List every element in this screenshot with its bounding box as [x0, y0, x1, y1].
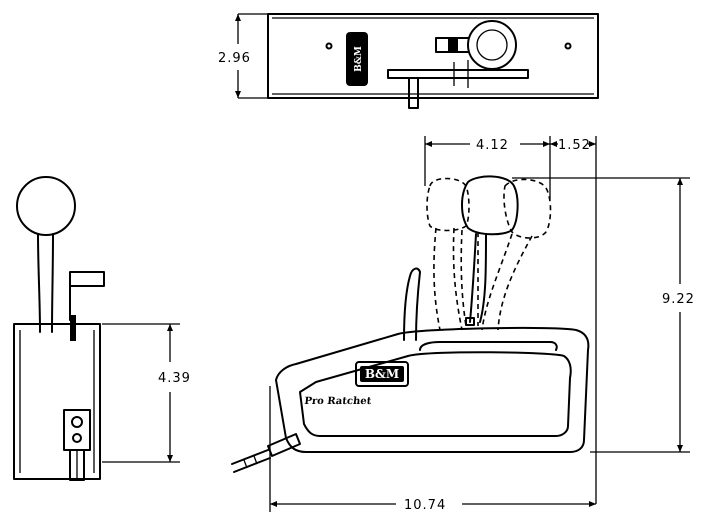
dimension-side-height: 4.39: [158, 371, 191, 386]
top-view: 2.96 B&M: [218, 13, 599, 109]
dimension-overall-height: 9.22: [662, 292, 695, 307]
logo-main-text: B&M: [365, 367, 399, 381]
product-name-text: Pro Ratchet: [304, 396, 372, 407]
dimension-top-height: 2.96: [218, 51, 251, 66]
lever-travel-ghost: [426, 177, 552, 331]
logo-top-text: B&M: [354, 46, 364, 72]
dimension-overall-length: 10.74: [404, 498, 446, 513]
brand-logo-main: [355, 361, 409, 387]
front-view: B&M Pro Ratchet 4.12 1.52 9.22: [231, 136, 695, 513]
dimension-travel: 4.12: [476, 138, 509, 153]
brand-logo-top: [346, 32, 368, 86]
dimension-offset: 1.52: [558, 138, 591, 153]
side-view: 4.39: [13, 176, 191, 481]
